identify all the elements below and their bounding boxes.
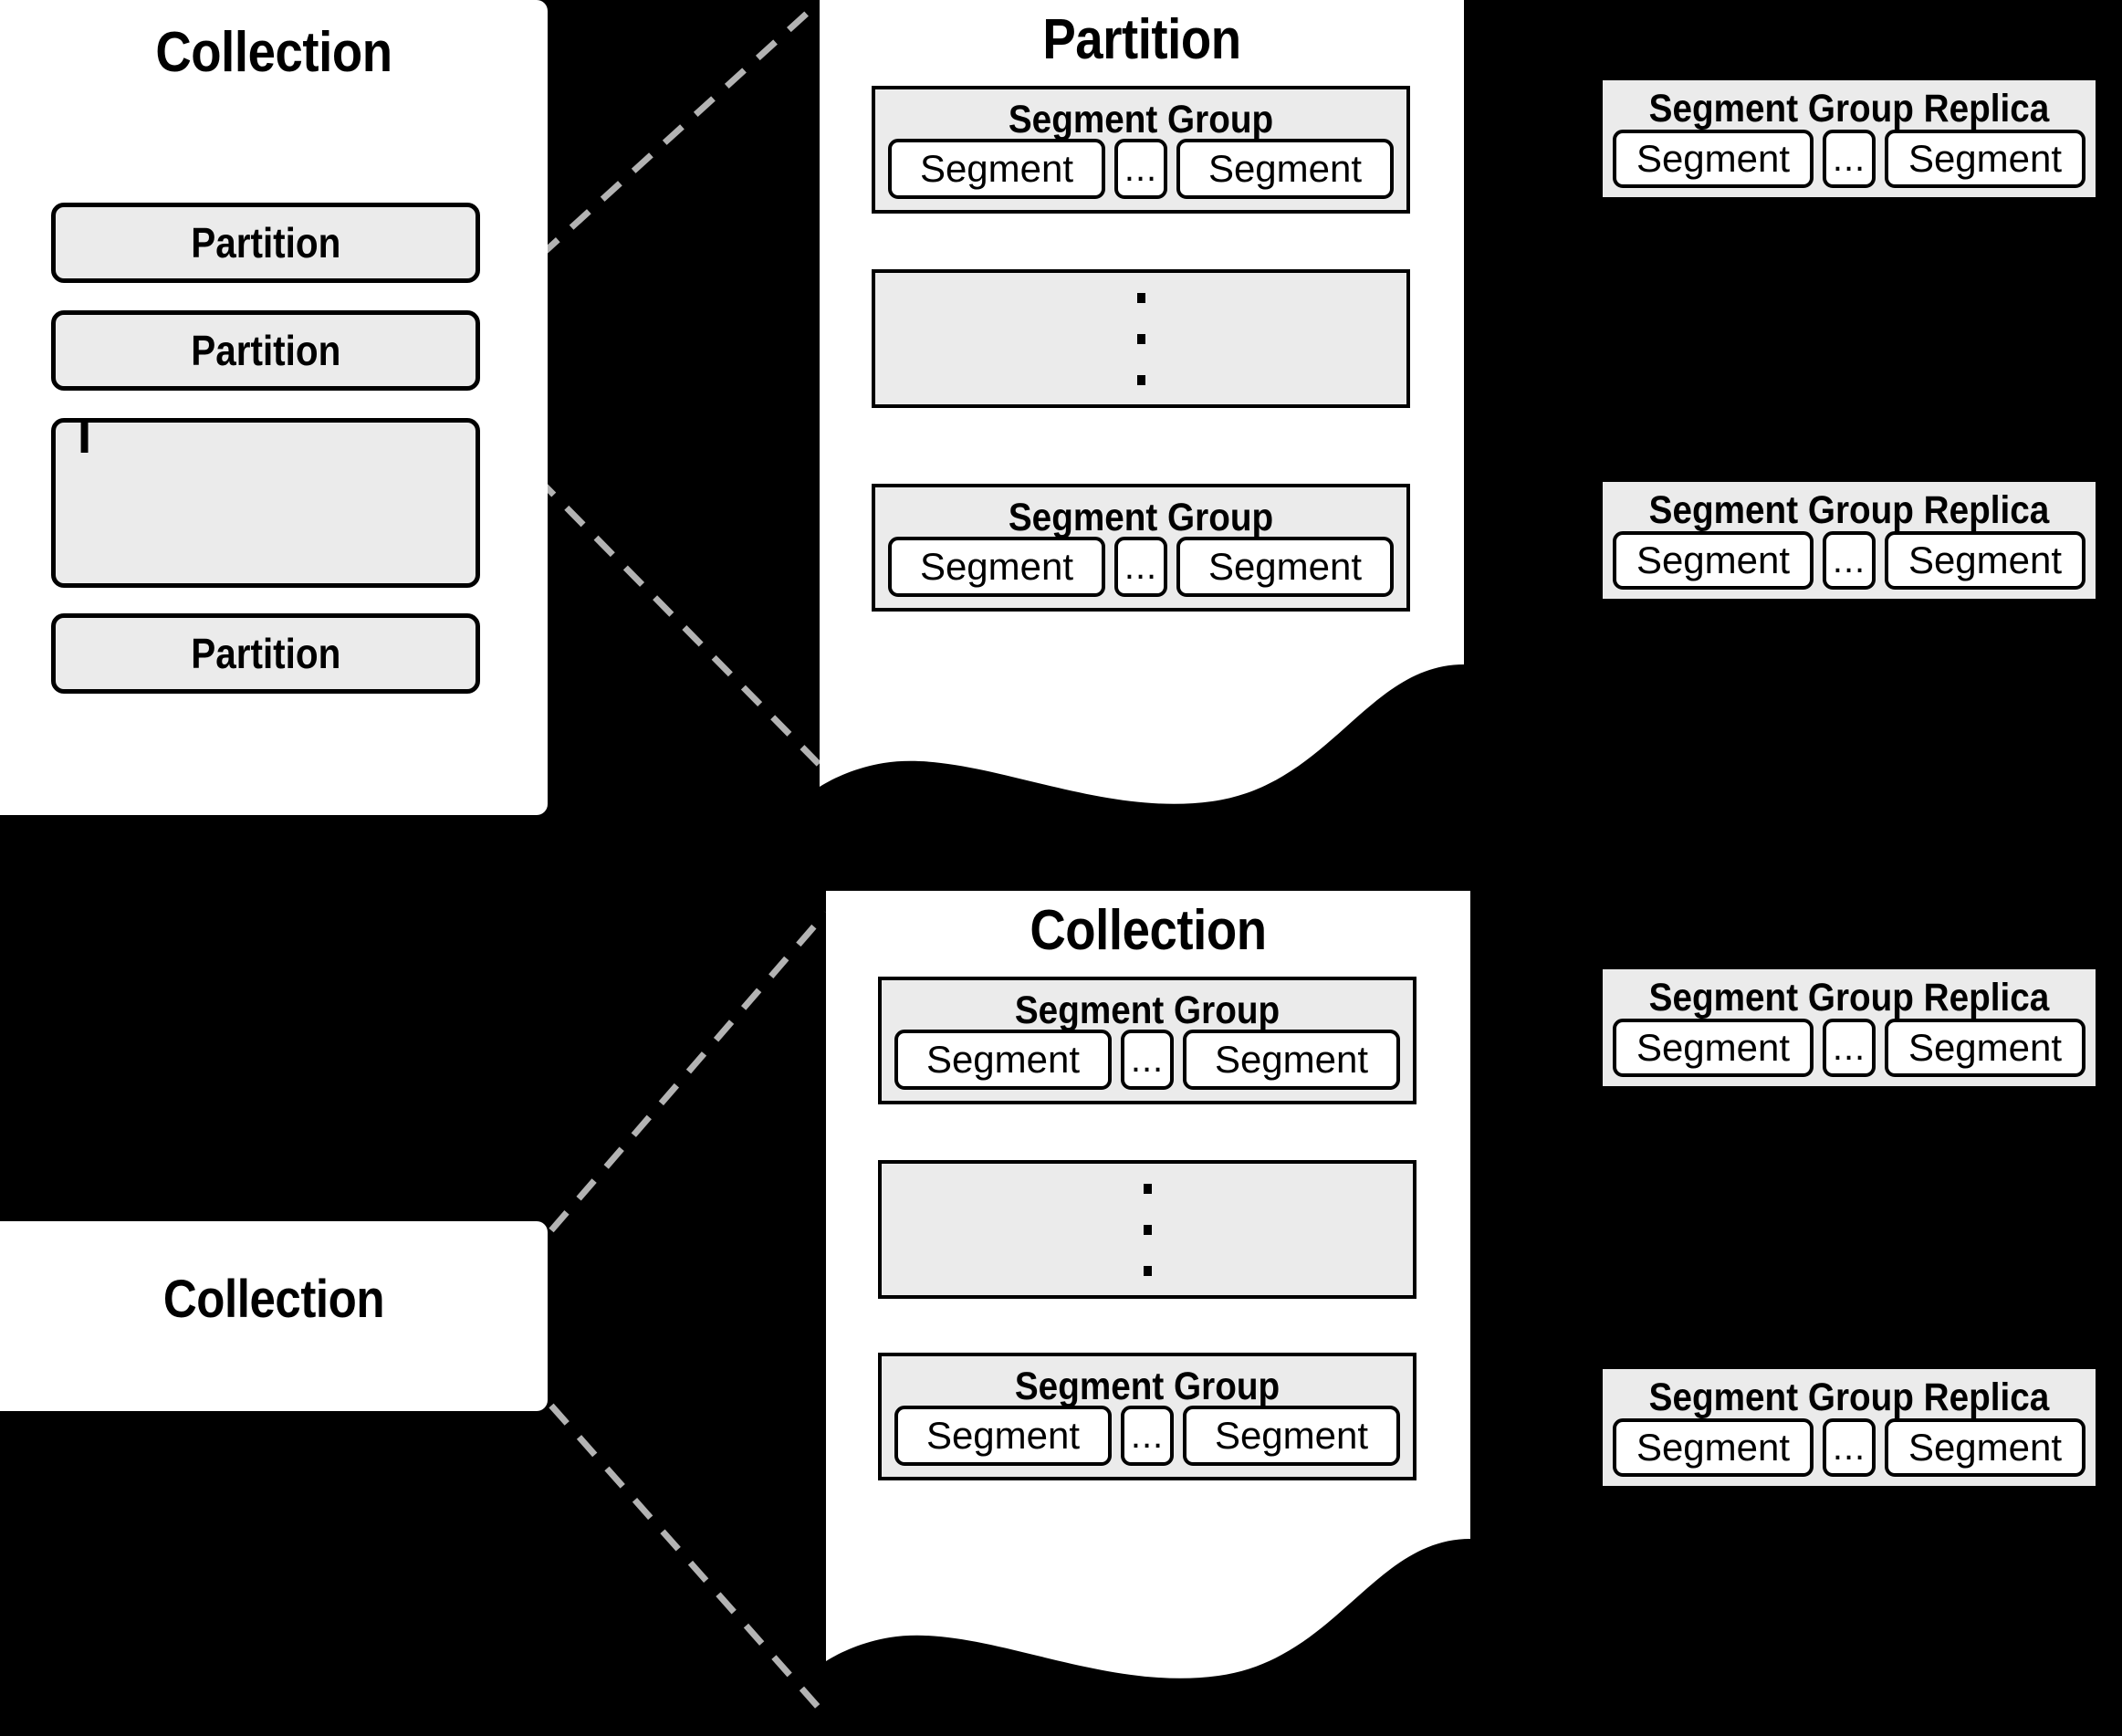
segment-box[interactable]: Segment [1885, 1418, 2085, 1477]
segment-group-title: Segment Group [1008, 496, 1274, 539]
partition-row-4[interactable]: Partition [51, 613, 480, 694]
segment-list: Segment ... Segment [1613, 531, 2085, 590]
partition-row-label: Partition [190, 327, 341, 374]
bottom-collection-box[interactable]: Collection [0, 1221, 548, 1411]
vertical-ellipsis-icon [882, 1164, 1413, 1295]
collection-segment-group-2[interactable]: Segment Group Segment ... Segment [878, 1353, 1416, 1480]
collection-segment-group-1[interactable]: Segment Group Segment ... Segment [878, 977, 1416, 1104]
bottom-collection-box-title: Collection [162, 1270, 385, 1329]
segment-box[interactable]: Segment [888, 139, 1105, 199]
segment-ellipsis: ... [1823, 531, 1876, 590]
left-collection-panel: Collection Partition Partition Partition [0, 0, 548, 815]
segment-box[interactable]: Segment [1885, 1019, 2085, 1077]
partition-row-1[interactable]: Partition [51, 203, 480, 283]
collection-replica-1[interactable]: Segment Group Replica Segment ... Segmen… [1603, 969, 2096, 1086]
segment-box[interactable]: Segment [1613, 1019, 1814, 1077]
segment-box[interactable]: Segment [1183, 1030, 1400, 1090]
segment-box[interactable]: Segment [888, 537, 1105, 597]
segment-group-title: Segment Group [1008, 98, 1274, 141]
partition-panel-title: Partition [1042, 8, 1241, 71]
segment-box[interactable]: Segment [1176, 139, 1394, 199]
segment-group-title: Segment Group [1014, 988, 1281, 1032]
connector-collection-top [549, 910, 829, 1233]
segment-box[interactable]: Segment [1613, 531, 1814, 590]
partition-segment-group-1[interactable]: Segment Group Segment ... Segment [872, 86, 1410, 214]
partition-segment-group-2[interactable]: Segment Group Segment ... Segment [872, 484, 1410, 612]
segment-ellipsis: ... [1121, 1406, 1174, 1466]
segment-list: Segment ... Segment [888, 139, 1394, 199]
left-collection-title: Collection [155, 21, 392, 84]
partition-replica-2[interactable]: Segment Group Replica Segment ... Segmen… [1603, 482, 2096, 599]
replica-title: Segment Group Replica [1648, 976, 2050, 1020]
segment-group-title: Segment Group [1014, 1365, 1281, 1408]
partition-replica-1[interactable]: Segment Group Replica Segment ... Segmen… [1603, 80, 2096, 197]
collection-panel-title: Collection [1030, 899, 1267, 962]
segment-ellipsis: ... [1114, 139, 1167, 199]
segment-list: Segment ... Segment [1613, 1019, 2085, 1077]
vertical-ellipsis-icon [875, 273, 1406, 404]
segment-box[interactable]: Segment [894, 1406, 1112, 1466]
segment-ellipsis: ... [1114, 537, 1167, 597]
replica-title: Segment Group Replica [1648, 87, 2050, 131]
segment-ellipsis: ... [1823, 130, 1876, 188]
segment-box[interactable]: Segment [1613, 130, 1814, 188]
segment-list: Segment ... Segment [894, 1030, 1400, 1090]
segment-box[interactable]: Segment [1613, 1418, 1814, 1477]
partition-row-label: Partition [190, 630, 341, 677]
segment-list: Segment ... Segment [894, 1406, 1400, 1466]
replica-title: Segment Group Replica [1648, 488, 2050, 532]
collection-paper: Collection Segment Group Segment ... Seg… [826, 891, 1470, 1736]
replica-title: Segment Group Replica [1648, 1375, 2050, 1419]
segment-list: Segment ... Segment [888, 537, 1394, 597]
connector-collection-bottom [549, 1403, 829, 1719]
segment-box[interactable]: Segment [1176, 537, 1394, 597]
collection-segment-group-ellipsis [878, 1160, 1416, 1299]
vertical-ellipsis-icon [80, 423, 451, 583]
segment-box[interactable]: Segment [894, 1030, 1112, 1090]
partition-row-2[interactable]: Partition [51, 310, 480, 391]
segment-list: Segment ... Segment [1613, 130, 2085, 188]
segment-ellipsis: ... [1823, 1418, 1876, 1477]
segment-box[interactable]: Segment [1183, 1406, 1400, 1466]
collection-replica-2[interactable]: Segment Group Replica Segment ... Segmen… [1603, 1369, 2096, 1486]
partition-row-ellipsis [51, 418, 480, 588]
segment-ellipsis: ... [1121, 1030, 1174, 1090]
segment-ellipsis: ... [1823, 1019, 1876, 1077]
partition-segment-group-ellipsis [872, 269, 1410, 408]
segment-box[interactable]: Segment [1885, 531, 2085, 590]
segment-list: Segment ... Segment [1613, 1418, 2085, 1477]
segment-box[interactable]: Segment [1885, 130, 2085, 188]
partition-paper: Partition Segment Group Segment ... Segm… [820, 0, 1464, 840]
partition-row-label: Partition [190, 219, 341, 267]
